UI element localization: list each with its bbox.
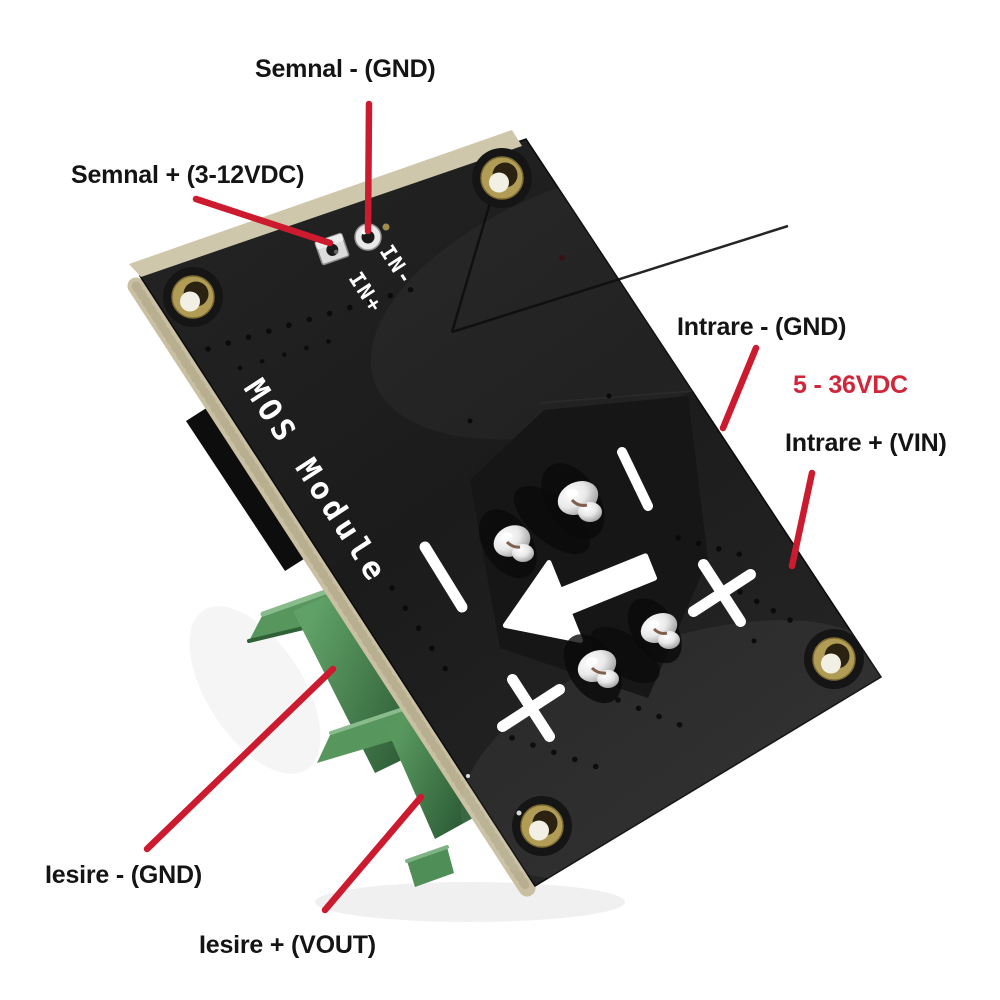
terminal-pin-lower-highlight xyxy=(405,845,449,863)
via-dot-2 xyxy=(606,393,612,399)
terminal-shadow xyxy=(189,606,321,774)
minus-symbol-left xyxy=(419,541,468,613)
signal-pad-minus xyxy=(354,223,382,251)
minus-symbol-top xyxy=(617,447,653,511)
leader-iesire-minus xyxy=(143,665,337,853)
leader-intrare-minus xyxy=(719,344,760,432)
terminal-pin-middle xyxy=(317,707,409,763)
solder-blob-3 xyxy=(627,598,682,664)
leader-iesire-plus xyxy=(321,793,425,914)
via-dot-1 xyxy=(467,418,473,424)
mounting-hole-left xyxy=(163,267,223,327)
terminal-pin-middle-highlight xyxy=(329,705,411,735)
flux-stain-1 xyxy=(514,485,590,555)
leader-intrare-plus xyxy=(788,469,816,570)
solder-blobs xyxy=(478,463,682,704)
label-iesire-minus: Iesire - (GND) xyxy=(45,861,202,889)
plus-symbol-bottom xyxy=(497,674,565,742)
label-intrare-minus: Intrare - (GND) xyxy=(677,313,847,341)
solder-blob-2 xyxy=(478,509,537,579)
dust-speck-1 xyxy=(516,810,522,816)
board-shadow xyxy=(315,882,625,922)
mounting-holes xyxy=(163,148,864,856)
plus-symbol-right xyxy=(688,559,756,627)
flux-stain-2 xyxy=(590,626,660,684)
terminal-body-lower xyxy=(385,706,473,839)
mounting-hole-right xyxy=(804,629,864,689)
mosfet-edge xyxy=(186,407,307,571)
gold-via xyxy=(382,223,390,231)
via-maroon xyxy=(559,255,565,261)
pcb-edge-texture xyxy=(131,281,532,893)
mounting-hole-top xyxy=(472,148,532,208)
label-semnal-plus: Semnal + (3-12VDC) xyxy=(71,161,305,189)
mounting-hole-bottom xyxy=(512,796,572,856)
leader-semnal-plus xyxy=(192,195,334,247)
label-voltage-range: 5 - 36VDC xyxy=(793,371,908,399)
arrow-symbol xyxy=(502,553,657,643)
dust-speck-2 xyxy=(466,774,470,778)
solder-blob-1 xyxy=(541,463,605,540)
via-rows xyxy=(205,284,800,771)
silkscreen-symbols xyxy=(419,447,756,742)
solder-blob-4 xyxy=(563,634,622,704)
copper-region-seam xyxy=(539,390,693,404)
leader-lines xyxy=(143,100,816,914)
label-intrare-plus: Intrare + (VIN) xyxy=(785,429,947,457)
panel-seams xyxy=(450,195,789,334)
label-semnal-minus: Semnal - (GND) xyxy=(255,55,436,83)
pcb-edge-top xyxy=(129,130,522,277)
label-iesire-plus: Iesire + (VOUT) xyxy=(199,931,376,959)
leader-semnal-minus xyxy=(364,100,373,235)
terminal-block-group xyxy=(247,582,473,887)
board-sheen-1 xyxy=(460,620,900,880)
via-dot-3 xyxy=(751,638,757,644)
